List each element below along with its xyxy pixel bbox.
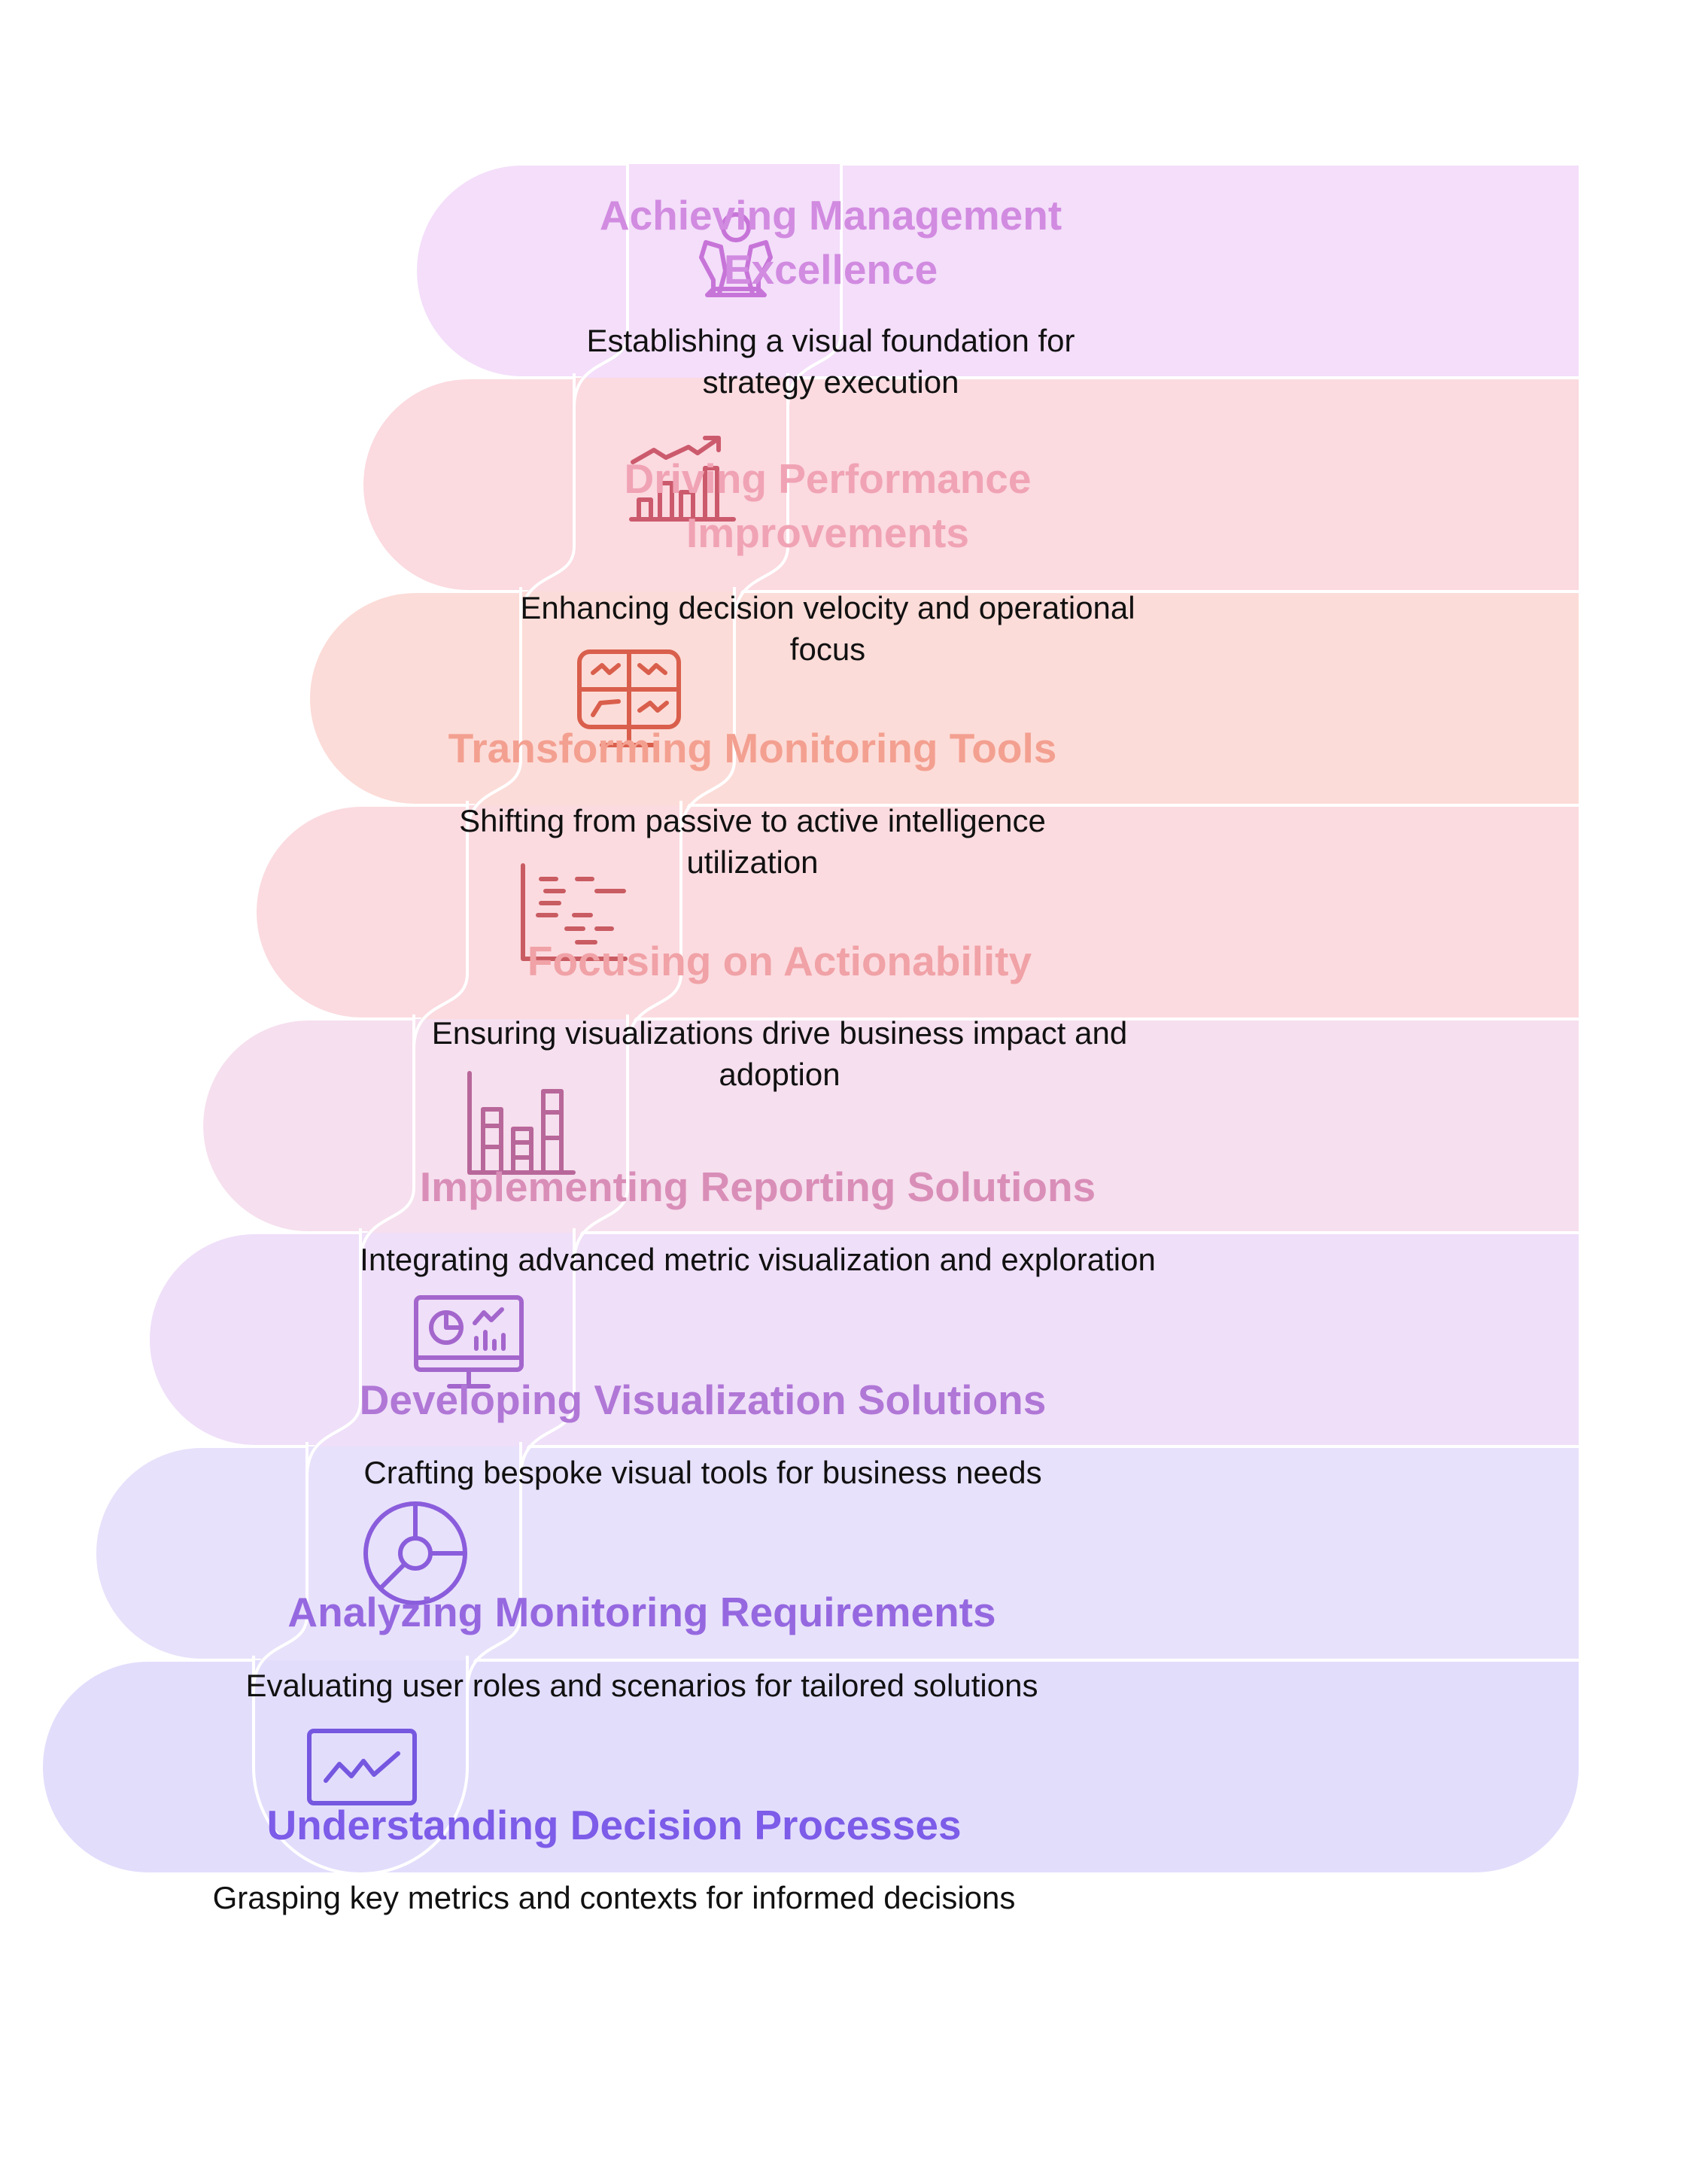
step-title-line: Understanding Decision Processes	[266, 1802, 962, 1848]
line-chart-icon	[307, 1729, 417, 1805]
step-description-line: Enhancing decision velocity and operatio…	[520, 590, 1135, 625]
step-title: Understanding Decision Processes	[200, 1798, 1028, 1852]
step-title-line: Excellence	[723, 246, 938, 293]
icon-column	[414, 805, 681, 1042]
step-description-line: Ensuring visualizations drive business i…	[431, 1015, 1128, 1051]
step-description-line: strategy execution	[702, 364, 959, 400]
step-description: Shifting from passive to active intellig…	[339, 800, 1166, 883]
column-edge-left	[519, 373, 576, 622]
stacked-bar-chart-icon	[467, 1071, 576, 1175]
icon-column	[360, 1019, 628, 1255]
step-description: Integrating advanced metric visualizatio…	[344, 1239, 1172, 1280]
step-description-line: Integrating advanced metric visualizatio…	[360, 1242, 1156, 1277]
column-edge-right	[466, 1442, 522, 1691]
step-description: Evaluating user roles and scenarios for …	[228, 1665, 1056, 1706]
analytics-monitor-icon	[414, 1295, 524, 1389]
step-title: Analyzing Monitoring Requirements	[228, 1585, 1056, 1639]
column-edge	[252, 1656, 469, 1875]
step-description: Establishing a visual foundation for stra…	[417, 320, 1245, 403]
step-description-line: Shifting from passive to active intellig…	[459, 803, 1046, 838]
step-title: Transforming Monitoring Tools	[376, 721, 1129, 775]
step-description-line: Evaluating user roles and scenarios for …	[245, 1668, 1038, 1703]
step-title-line: Analyzing Monitoring Requirements	[287, 1589, 996, 1635]
icon-column	[307, 1233, 574, 1469]
step-title-line: Focusing on Actionability	[527, 938, 1032, 984]
step-description: Crafting bespoke visual tools for busine…	[289, 1452, 1117, 1493]
step-description: Grasping key metrics and contexts for in…	[200, 1877, 1028, 1918]
column-edge-left	[412, 801, 469, 1050]
column-edge-left	[305, 1228, 362, 1477]
step-title-line: Transforming Monitoring Tools	[448, 725, 1057, 771]
step-description-line: Crafting bespoke visual tools for busine…	[363, 1455, 1042, 1490]
step-title-line: Driving Performance	[624, 455, 1032, 502]
step-description-line: focus	[789, 631, 866, 667]
icon-column	[521, 378, 788, 614]
step-description-line: utilization	[686, 844, 819, 880]
gantt-chart-icon	[521, 863, 628, 961]
column-edge-left	[359, 1014, 415, 1264]
step-title-line: Implementing Reporting Solutions	[419, 1163, 1096, 1210]
growth-bar-chart-icon	[629, 436, 736, 522]
column-edge-left	[466, 587, 522, 836]
step-title: Developing Visualization Solutions	[289, 1373, 1117, 1427]
column-edge-right	[679, 587, 736, 836]
step-description: Enhancing decision velocity and operatio…	[414, 587, 1242, 670]
step-title-line: Developing Visualization Solutions	[359, 1376, 1047, 1423]
step-description-line: adoption	[719, 1057, 840, 1092]
column-edge-left	[252, 1442, 309, 1691]
step-title-line: Improvements	[686, 509, 969, 556]
step-description-line: Establishing a visual foundation for	[586, 323, 1075, 358]
step-description: Ensuring visualizations drive business i…	[366, 1012, 1193, 1095]
column-edge-right	[573, 1014, 629, 1264]
leader-person-icon	[699, 212, 773, 297]
column-edge-right	[519, 1228, 576, 1477]
donut-chart-icon	[363, 1501, 467, 1605]
column-edge-left	[573, 164, 629, 409]
step-title: Implementing Reporting Solutions	[344, 1160, 1172, 1214]
step-title: Focusing on Actionability	[441, 934, 1118, 988]
column-edge-right	[786, 164, 843, 409]
monitor-dashboard-icon	[577, 649, 681, 747]
column-edge-right	[626, 801, 682, 1050]
icon-column	[574, 164, 841, 400]
icon-column	[254, 1446, 521, 1683]
column-edge-right	[733, 373, 789, 622]
step-title-line: Achieving Management	[599, 192, 1062, 239]
step-description-line: Grasping key metrics and contexts for in…	[212, 1880, 1016, 1915]
